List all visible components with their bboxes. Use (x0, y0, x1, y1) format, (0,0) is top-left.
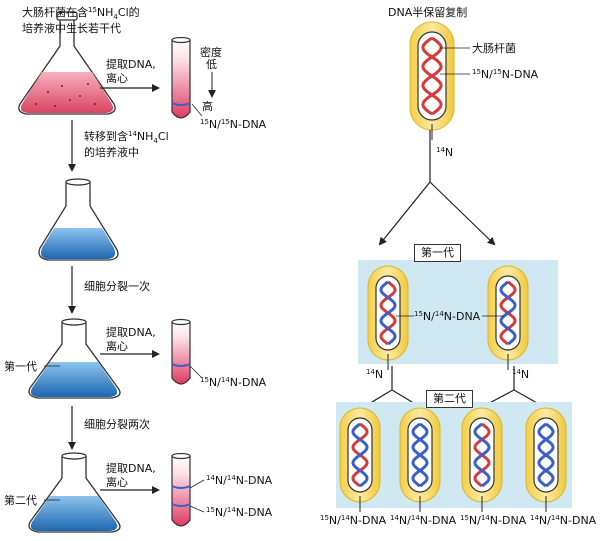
dna-strand-2 (379, 280, 397, 346)
gen2-capsule-3 (461, 407, 503, 512)
dna-strand-2 (411, 422, 429, 488)
gen1-box: 第一代 (414, 244, 461, 262)
gen1-dna-label: 15N/14N-DNA (414, 310, 481, 323)
dna-strand-2 (351, 422, 369, 488)
gen2-capsule-1 (339, 407, 381, 512)
flask-2 (38, 178, 119, 261)
extract-label-2b: 离心 (106, 340, 128, 353)
tube-3 (171, 452, 191, 527)
gen2-label-4: 14N/14N-DNA (530, 514, 597, 527)
tube3-upper-label: 14N/14N-DNA (206, 474, 273, 487)
step1-caption-line2: 培养液中生长若干代 (22, 22, 121, 35)
gen2-left-label: 第二代 (4, 494, 37, 507)
branch-arrow-right (429, 181, 496, 246)
gen2-label-3: 15N/14N-DNA (460, 514, 527, 527)
dna-strand-2 (421, 36, 443, 116)
density-label: 密度 (200, 46, 222, 59)
dna-strand-2 (473, 422, 491, 488)
divide-twice-label: 细胞分裂两次 (84, 418, 150, 431)
extract-label-1b: 离心 (106, 72, 128, 85)
gen2-medium-right: 14N (512, 368, 530, 381)
branch-arrow-left (378, 181, 431, 246)
transfer-label-line1: 转移到含14NH4Cl (84, 130, 169, 146)
gen1-bacteria (367, 265, 529, 370)
gen1-capsule-right (487, 265, 529, 370)
dna-strand-2 (499, 280, 517, 346)
tube-2 (171, 318, 191, 385)
flask-1 (18, 11, 116, 115)
gen2-capsule-2 (399, 407, 441, 512)
tube3-lower-label: 15N/14N-DNA (206, 506, 273, 519)
right-title: DNA半保留复制 (388, 6, 468, 19)
gen2-box: 第二代 (426, 390, 473, 408)
extract-label-3a: 提取DNA, (106, 462, 156, 475)
step1-caption-line1: 大肠杆菌在含15NH4Cl的 (22, 6, 140, 22)
extract-label-3b: 离心 (106, 476, 128, 489)
parent-dna-label: 15N/15N-DNA (472, 68, 539, 81)
gen2-capsule-4 (525, 407, 567, 512)
flask-4 (28, 452, 121, 533)
ecoli-label: 大肠杆菌 (472, 42, 516, 55)
gen2-bacteria (339, 407, 567, 512)
dna-strand-2 (537, 422, 555, 488)
gen2-medium-left: 14N (366, 368, 384, 381)
parent-capsule (409, 21, 455, 140)
transfer-label-line2: 的培养液中 (84, 146, 139, 159)
extract-label-2a: 提取DNA, (106, 326, 156, 339)
flask-3 (28, 318, 121, 399)
divide-once-label: 细胞分裂一次 (84, 280, 150, 293)
parent-bacterium (409, 21, 455, 140)
tube1-band-label: 15N/15N-DNA (200, 118, 267, 131)
density-low-label: 低 (206, 58, 217, 71)
gen1-capsule-left (367, 265, 409, 370)
tube-1 (171, 36, 191, 119)
tube2-band-label: 15N/14N-DNA (200, 376, 267, 389)
gen2-label-2: 14N/14N-DNA (390, 514, 457, 527)
gen1-left-label: 第一代 (4, 360, 37, 373)
medium-label: 14N (436, 146, 454, 159)
extract-label-1a: 提取DNA, (106, 58, 156, 71)
gen2-label-1: 15N/14N-DNA (320, 514, 387, 527)
density-high-label: 高 (202, 100, 213, 113)
